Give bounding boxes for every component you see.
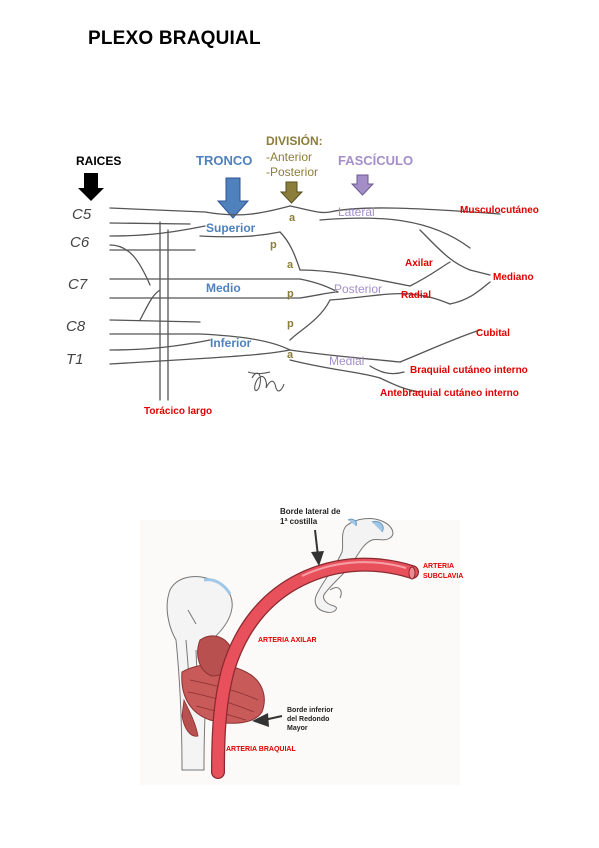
teres-border-label-line2: del Redondo bbox=[287, 716, 329, 723]
trunks-header: TRONCO bbox=[196, 153, 252, 168]
division-anterior: -Anterior bbox=[266, 150, 312, 164]
division-posterior: -Posterior bbox=[266, 165, 318, 179]
teres-border-label-line3: Mayor bbox=[287, 725, 308, 732]
division-mark: a bbox=[287, 259, 294, 271]
division-mark: p bbox=[287, 318, 294, 330]
teres-border-arrow bbox=[252, 713, 283, 727]
signature bbox=[247, 371, 285, 392]
subclavian-label-line1: ARTERIA bbox=[423, 563, 454, 570]
fascicles-arrow bbox=[350, 174, 375, 196]
trunks-arrow bbox=[216, 177, 250, 219]
nerve-lines bbox=[109, 205, 501, 401]
rib-border-label-line1: Borde lateral de bbox=[280, 507, 341, 516]
nerve-musculocutaneo: Musculocutáneo bbox=[460, 205, 539, 216]
division-arrow bbox=[279, 181, 304, 204]
division-mark: a bbox=[287, 349, 294, 361]
axillary-label: ARTERIA AXILAR bbox=[258, 637, 317, 644]
rib-border-arrow bbox=[311, 529, 324, 566]
root-label-c8: C8 bbox=[66, 318, 86, 335]
subclavian-label-line2: SUBCLAVIA bbox=[423, 573, 463, 580]
root-label-c7: C7 bbox=[68, 276, 88, 293]
nerve-cubital: Cubital bbox=[476, 328, 510, 339]
division-title: DIVISIÓN: bbox=[266, 133, 323, 148]
division-mark: p bbox=[270, 239, 277, 251]
division-mark: a bbox=[289, 212, 296, 224]
nerve-toracico-largo: Torácico largo bbox=[144, 406, 212, 417]
teres-border-label-line1: Borde inferior bbox=[287, 707, 334, 714]
roots-header: RAICES bbox=[76, 154, 121, 168]
brachial-label: ARTERIA BRAQUIAL bbox=[226, 746, 296, 753]
nerve-axilar: Axilar bbox=[405, 258, 433, 269]
rib-border-label-line2: 1ª costilla bbox=[280, 517, 318, 526]
fascicles-header: FASCÍCULO bbox=[338, 153, 413, 168]
nerve-mediano: Mediano bbox=[493, 272, 534, 283]
division-mark: p bbox=[287, 288, 294, 300]
root-label-c6: C6 bbox=[70, 234, 90, 251]
page-title: PLEXO BRAQUIAL bbox=[88, 28, 261, 49]
roots-arrow bbox=[78, 173, 104, 201]
trunk-medio: Medio bbox=[206, 281, 241, 295]
nerve-antebraquial-cutaneo-interno: Antebraquial cutáneo interno bbox=[380, 388, 519, 399]
fascicle-posterior: Posterior bbox=[334, 282, 382, 296]
clavicle-bone bbox=[314, 518, 394, 613]
root-label-t1: T1 bbox=[66, 351, 84, 368]
fascicle-medial: Medial bbox=[329, 354, 364, 368]
nerve-radial: Radial bbox=[401, 290, 431, 301]
fascicle-lateral: Lateral bbox=[338, 205, 375, 219]
artery bbox=[211, 557, 419, 779]
trunk-inferior: Inferior bbox=[210, 336, 252, 350]
trunk-superior: Superior bbox=[206, 221, 256, 235]
root-label-c5: C5 bbox=[72, 206, 92, 223]
nerve-braquial-cutaneo-interno: Braquial cutáneo interno bbox=[410, 365, 528, 376]
